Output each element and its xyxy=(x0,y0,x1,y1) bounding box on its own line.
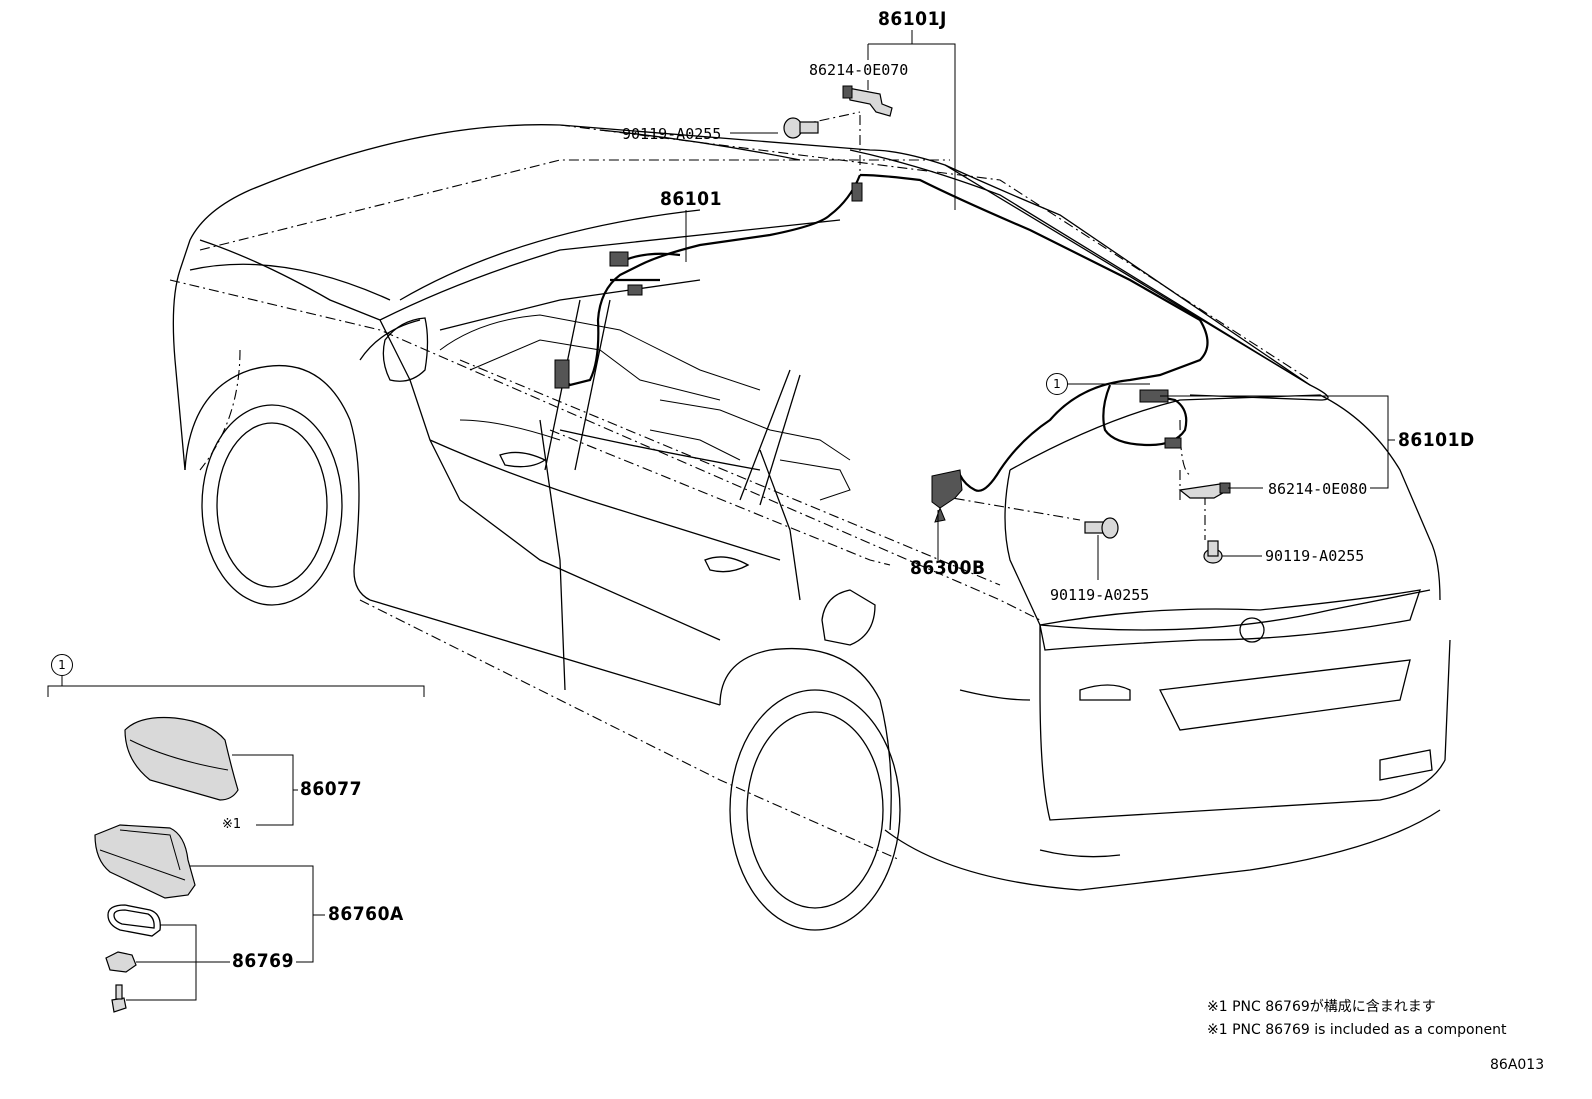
label-90119-A0255-upper: 90119-A0255 xyxy=(622,125,722,143)
label-86214-0E070: 86214-0E070 xyxy=(809,61,909,79)
label-90119-A0255-rear: 90119-A0255 xyxy=(1265,547,1365,565)
label-90119-A0255-amp: 90119-A0255 xyxy=(1050,586,1150,604)
label-86101J: 86101J xyxy=(878,8,947,30)
bolt-amp-drawing xyxy=(1084,517,1119,539)
amplifier-drawing xyxy=(931,469,963,523)
bolt-upper-drawing xyxy=(783,117,819,139)
note-japanese: ※1 PNC 86769が構成に含まれます xyxy=(1207,999,1436,1015)
label-86101: 86101 xyxy=(660,188,722,210)
callout-1-roof: 1 xyxy=(1046,373,1068,395)
label-86077: 86077 xyxy=(300,778,362,800)
footnote-marker: ※1 xyxy=(222,817,242,832)
harness-connectors xyxy=(554,182,1182,449)
label-86300B: 86300B xyxy=(910,557,986,579)
label-86214-0E080: 86214-0E080 xyxy=(1268,480,1368,498)
clamp-rear-drawing xyxy=(1178,482,1231,499)
diagram-code: 86A013 xyxy=(1490,1057,1545,1073)
bolt-rear-drawing xyxy=(1203,540,1223,564)
vehicle-outline xyxy=(172,124,1451,931)
note-english: ※1 PNC 86769 is included as a component xyxy=(1207,1022,1507,1038)
dashed-guides xyxy=(169,111,1311,861)
antenna-detail-drawings xyxy=(94,716,239,1013)
label-86769: 86769 xyxy=(232,950,294,972)
leader-lines xyxy=(47,30,1395,1001)
callout-1-detail: 1 xyxy=(51,654,73,676)
antenna-harness xyxy=(559,173,1209,492)
clamp-upper-drawing xyxy=(842,85,893,117)
label-86760A: 86760A xyxy=(328,903,404,925)
label-86101D: 86101D xyxy=(1398,429,1475,451)
